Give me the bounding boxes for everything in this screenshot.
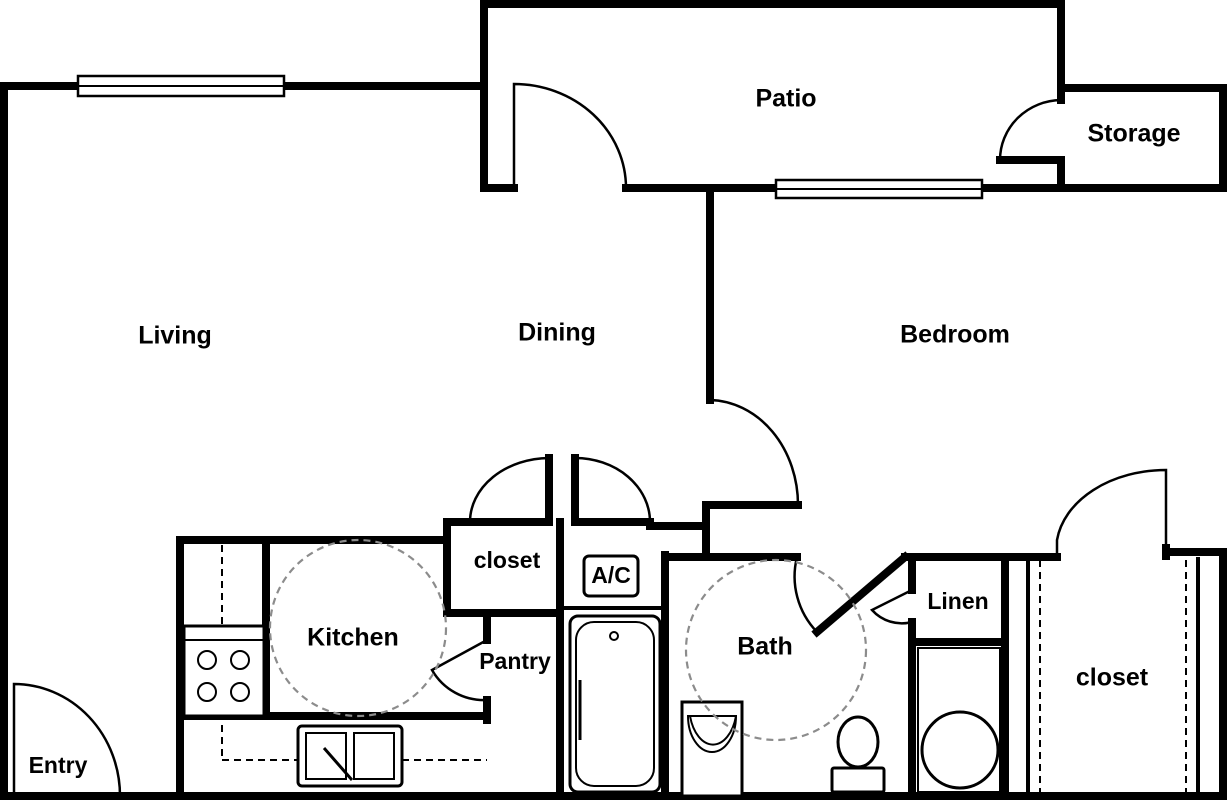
bath-fixtures <box>568 554 886 798</box>
door-closet-hall <box>468 456 550 523</box>
door-ac <box>574 456 652 523</box>
label-entry: Entry <box>29 752 88 778</box>
burner-icon <box>230 682 250 702</box>
drain-icon <box>609 631 619 641</box>
burner-icon <box>197 682 217 702</box>
vanity <box>680 700 744 798</box>
label-patio: Patio <box>755 85 816 113</box>
door-patio <box>512 82 628 189</box>
label-dining: Dining <box>518 319 596 347</box>
label-pantry: Pantry <box>479 648 551 674</box>
door-entry <box>12 682 122 797</box>
label-bath: Bath <box>737 633 793 661</box>
label-bedroom: Bedroom <box>900 321 1010 349</box>
bath-turning-circle <box>684 558 868 742</box>
room-labels: Patio Storage Living Dining Bedroom clos… <box>29 85 1181 778</box>
door-bath <box>793 556 818 633</box>
door-pantry <box>430 638 488 702</box>
laundry-fixtures <box>917 647 1001 793</box>
label-closet-hall: closet <box>474 547 541 573</box>
kitchen-fixtures <box>182 538 487 788</box>
burner-icon <box>197 650 217 670</box>
label-storage: Storage <box>1087 120 1180 148</box>
label-closet-bedroom: closet <box>1076 664 1149 692</box>
kitchen-sink <box>296 724 404 788</box>
washer <box>920 710 1000 790</box>
windows <box>76 74 984 200</box>
interior-walls <box>176 184 1200 800</box>
label-living: Living <box>138 322 212 350</box>
burner-icon <box>230 650 250 670</box>
label-linen: Linen <box>927 588 988 614</box>
door-closet-bedroom <box>1055 468 1168 557</box>
toilet <box>836 715 880 769</box>
ac-unit <box>582 554 640 598</box>
doors <box>12 82 1168 797</box>
label-ac: A/C <box>591 562 631 588</box>
door-linen <box>869 588 913 625</box>
door-bedroom <box>709 398 800 506</box>
bathtub <box>568 614 662 794</box>
label-kitchen: Kitchen <box>307 624 399 652</box>
kitchen-turning-circle <box>268 538 448 718</box>
closet-rods <box>1039 560 1187 796</box>
door-storage <box>998 98 1062 161</box>
